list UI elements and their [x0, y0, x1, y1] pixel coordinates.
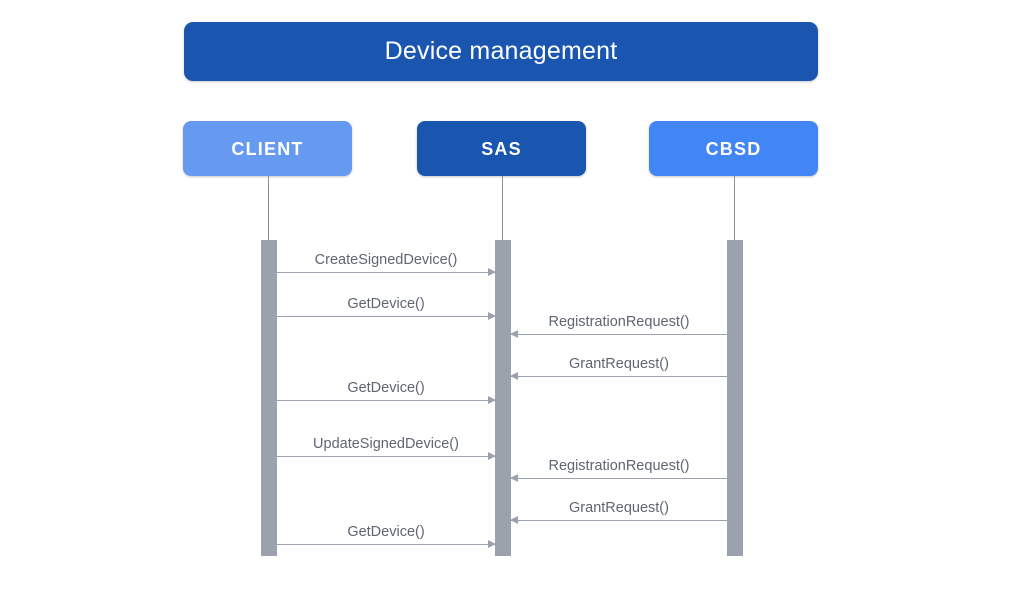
message-label: CreateSignedDevice(): [314, 251, 458, 268]
lifeline-sas: [502, 176, 503, 240]
arrow-right-icon: [488, 396, 496, 404]
message-grant-request-2[interactable]: GrantRequest(): [510, 500, 727, 524]
diagram-title: Device management: [384, 37, 618, 65]
message-label: RegistrationRequest(): [548, 313, 690, 330]
arrow-left-icon: [510, 474, 518, 482]
message-label: GetDevice(): [347, 523, 425, 540]
participant-label-client: CLIENT: [231, 138, 304, 159]
activation-bar-sas: [495, 240, 511, 556]
arrow-right-icon: [488, 540, 496, 548]
message-label: UpdateSignedDevice(): [313, 435, 459, 452]
arrow-right-icon: [488, 312, 496, 320]
message-update-signed-device[interactable]: UpdateSignedDevice(): [277, 436, 496, 460]
arrow-right-icon: [488, 268, 496, 276]
message-registration-request-2[interactable]: RegistrationRequest(): [510, 458, 727, 482]
message-grant-request-1[interactable]: GrantRequest(): [510, 356, 727, 380]
diagram-title-banner: Device management: [184, 22, 818, 81]
message-label: GrantRequest(): [569, 355, 669, 372]
message-label: GetDevice(): [347, 295, 425, 312]
message-create-signed-device[interactable]: CreateSignedDevice(): [277, 252, 496, 276]
participant-label-cbsd: CBSD: [705, 138, 762, 159]
message-label: GrantRequest(): [569, 499, 669, 516]
activation-bar-client: [261, 240, 277, 556]
message-get-device-3[interactable]: GetDevice(): [277, 524, 496, 548]
participant-box-sas[interactable]: SAS: [417, 121, 586, 176]
arrow-left-icon: [510, 330, 518, 338]
lifeline-cbsd: [734, 176, 735, 240]
participant-box-cbsd[interactable]: CBSD: [649, 121, 818, 176]
lifeline-client: [268, 176, 269, 240]
arrow-left-icon: [510, 516, 518, 524]
arrow-right-icon: [488, 452, 496, 460]
message-label: GetDevice(): [347, 379, 425, 396]
activation-bar-cbsd: [727, 240, 743, 556]
message-get-device-1[interactable]: GetDevice(): [277, 296, 496, 320]
participant-label-sas: SAS: [481, 138, 522, 159]
arrow-left-icon: [510, 372, 518, 380]
message-label: RegistrationRequest(): [548, 457, 690, 474]
message-get-device-2[interactable]: GetDevice(): [277, 380, 496, 404]
message-registration-request-1[interactable]: RegistrationRequest(): [510, 314, 727, 338]
participant-box-client[interactable]: CLIENT: [183, 121, 352, 176]
